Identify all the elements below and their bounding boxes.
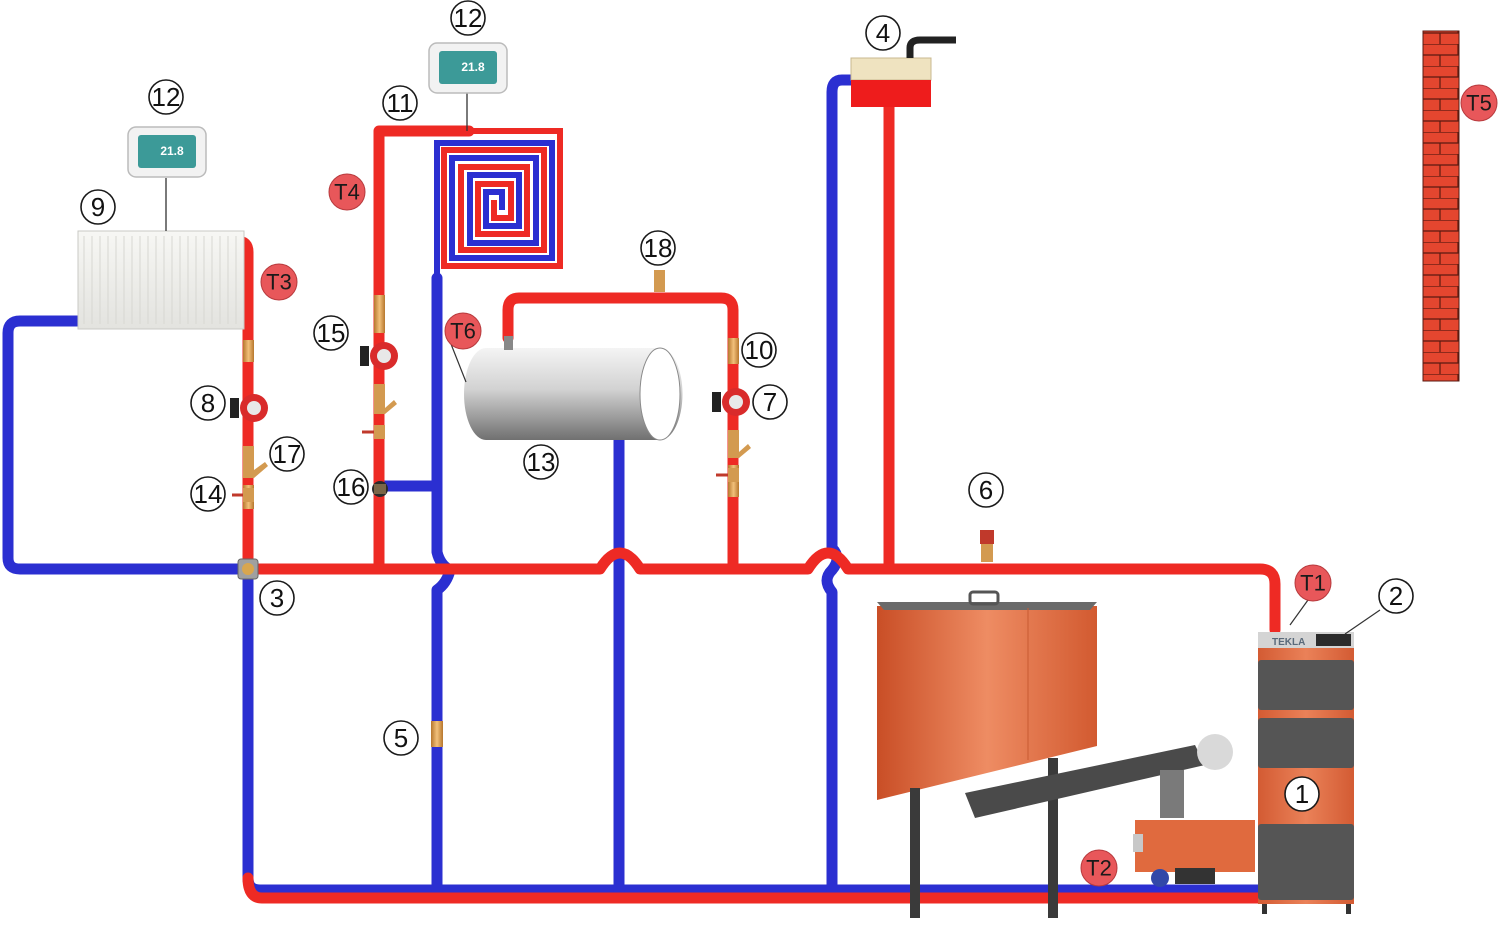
- pump-dhw: [712, 388, 750, 416]
- filter-dhw: [728, 430, 751, 458]
- svg-text:10: 10: [745, 335, 774, 365]
- svg-text:3: 3: [270, 583, 284, 613]
- label-9: 9: [80, 189, 116, 225]
- svg-text:T2: T2: [1086, 856, 1112, 881]
- label-5: 5: [383, 720, 419, 756]
- floor-loop-supply: [441, 128, 563, 269]
- label-17: 17: [269, 436, 305, 472]
- boiler-brand: TEKLA: [1272, 637, 1305, 648]
- sensor-t1: T1: [1294, 564, 1332, 602]
- svg-text:16: 16: [337, 472, 366, 502]
- fitting-dhw: [728, 338, 739, 364]
- pump-radiator: [230, 394, 268, 422]
- svg-text:13: 13: [527, 447, 556, 477]
- supply-pipe-bottom: [242, 872, 1268, 904]
- svg-text:11: 11: [387, 88, 414, 118]
- sensor-t4: T4: [328, 173, 366, 211]
- label-13: 13: [523, 444, 559, 480]
- supply-pipe-dhw: [502, 292, 739, 575]
- return-pipe-floor: [431, 272, 456, 896]
- boiler: TEKLA: [1258, 632, 1354, 914]
- svg-text:9: 9: [91, 192, 105, 222]
- return-pipe-expansion: [821, 74, 857, 896]
- label-11: 11: [382, 85, 418, 121]
- svg-text:18: 18: [644, 233, 673, 263]
- ball-valve-floor: [362, 425, 385, 439]
- svg-text:14: 14: [194, 479, 223, 509]
- svg-text:6: 6: [979, 475, 993, 505]
- floor-loop-return: [434, 140, 555, 278]
- return-pipe-radiator: [2, 315, 254, 575]
- sensor-t5: T5: [1460, 84, 1498, 122]
- label-3: 3: [259, 580, 295, 616]
- supply-pipe-floor: [373, 125, 475, 575]
- svg-text:1: 1: [1295, 779, 1309, 809]
- fitting-radiator-upper: [243, 340, 254, 362]
- label-10: 10: [741, 332, 777, 368]
- supply-pipes: [231, 101, 1281, 904]
- svg-text:T1: T1: [1300, 571, 1326, 596]
- air-vent: [654, 270, 665, 292]
- expansion-tank: [850, 36, 956, 107]
- svg-text:T4: T4: [334, 180, 360, 205]
- supply-pipe-main: [242, 547, 1281, 636]
- label-6: 6: [968, 472, 1004, 508]
- sensor-t3: T3: [260, 263, 298, 301]
- sensor-t6: T6: [444, 312, 482, 350]
- svg-text:T3: T3: [266, 270, 292, 295]
- svg-text:2: 2: [1389, 581, 1403, 611]
- thermostat-floor-value: 21.8: [461, 60, 485, 74]
- label-8: 8: [190, 385, 226, 421]
- leader-lines: [450, 343, 1381, 635]
- label-1: 1: [1284, 776, 1320, 812]
- label-16: 16: [333, 469, 369, 505]
- thermostat-radiator: 21.8: [127, 126, 207, 178]
- label-7: 7: [752, 384, 788, 420]
- dhw-tank: [464, 336, 683, 441]
- thermostat-radiator-value: 21.8: [160, 144, 184, 158]
- svg-text:15: 15: [317, 318, 346, 348]
- svg-text:7: 7: [763, 387, 777, 417]
- sensor-t2: T2: [1080, 849, 1118, 887]
- radiator: [77, 230, 245, 330]
- label-18: 18: [640, 230, 676, 266]
- label-4: 4: [865, 15, 901, 51]
- label-2: 2: [1378, 578, 1414, 614]
- svg-text:17: 17: [273, 439, 302, 469]
- filter-floor: [374, 384, 397, 414]
- mixing-valve-floor: [372, 481, 388, 497]
- thermostat-floor: 21.8: [428, 42, 508, 94]
- svg-text:T6: T6: [450, 319, 476, 344]
- svg-text:12: 12: [454, 3, 483, 33]
- label-15: 15: [313, 315, 349, 351]
- fitting-floor-upper: [374, 295, 385, 333]
- check-valve-body: [431, 721, 443, 747]
- svg-text:T5: T5: [1466, 91, 1492, 116]
- filter-radiator: [243, 446, 268, 478]
- auger-feeder: [965, 734, 1255, 887]
- label-12-radiator: 12: [148, 79, 184, 115]
- mixing-valve-main: [237, 558, 259, 580]
- label-12-floor: 12: [450, 0, 486, 36]
- svg-text:8: 8: [201, 388, 215, 418]
- label-14: 14: [190, 476, 226, 512]
- pump-floor: [360, 342, 398, 370]
- svg-text:5: 5: [394, 723, 408, 753]
- pellet-hopper: [877, 590, 1097, 918]
- safety-valve: [980, 530, 994, 562]
- svg-text:12: 12: [152, 82, 181, 112]
- brick-wall: [1422, 30, 1460, 382]
- svg-text:4: 4: [876, 18, 890, 48]
- ball-valve-radiator: [232, 488, 254, 502]
- ball-valve-dhw: [716, 468, 739, 482]
